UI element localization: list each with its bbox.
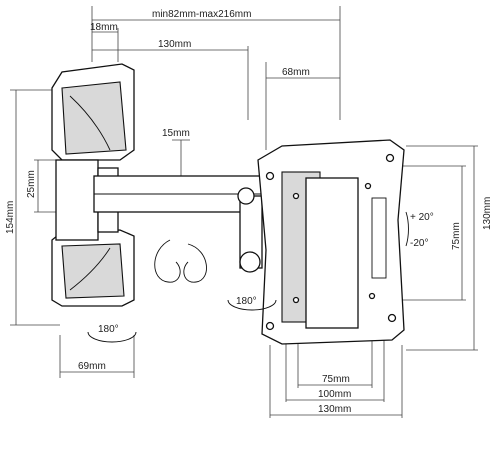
- label-wall-plate-width: 69mm: [78, 361, 106, 372]
- rotation-arrows: [87, 211, 409, 343]
- label-total-width: min82mm-max216mm: [152, 9, 251, 20]
- swivel-arm: [93, 175, 263, 283]
- label-vesa-h-small: 75mm: [322, 374, 350, 385]
- tilt-arrow: [405, 211, 409, 247]
- swivel-arm-arrow: [227, 299, 277, 311]
- label-wall-plate-height: 154mm: [5, 201, 16, 234]
- label-vesa-v-small: 75mm: [451, 222, 462, 250]
- label-wall-offset: 18mm: [90, 22, 118, 33]
- label-swivel-arm: 180°: [236, 296, 257, 307]
- wall-plate: [51, 63, 135, 307]
- label-hook-depth: 15mm: [162, 128, 190, 139]
- label-vesa-v-large: 130mm: [482, 197, 493, 230]
- label-tilt-up: + 20°: [410, 212, 434, 223]
- label-vesa-h-large: 130mm: [318, 404, 351, 415]
- label-head-width: 68mm: [282, 67, 310, 78]
- dimension-labels: min82mm-max216mm 18mm 130mm 68mm 15mm 15…: [5, 9, 493, 415]
- swivel-wall-arrow: [87, 331, 137, 343]
- label-vesa-h-mid: 100mm: [318, 389, 351, 400]
- label-swivel-wall: 180°: [98, 324, 119, 335]
- label-tilt-down: -20°: [410, 238, 428, 249]
- vesa-plate: [257, 139, 405, 345]
- label-arm-height: 25mm: [26, 170, 37, 198]
- label-arm-length: 130mm: [158, 39, 191, 50]
